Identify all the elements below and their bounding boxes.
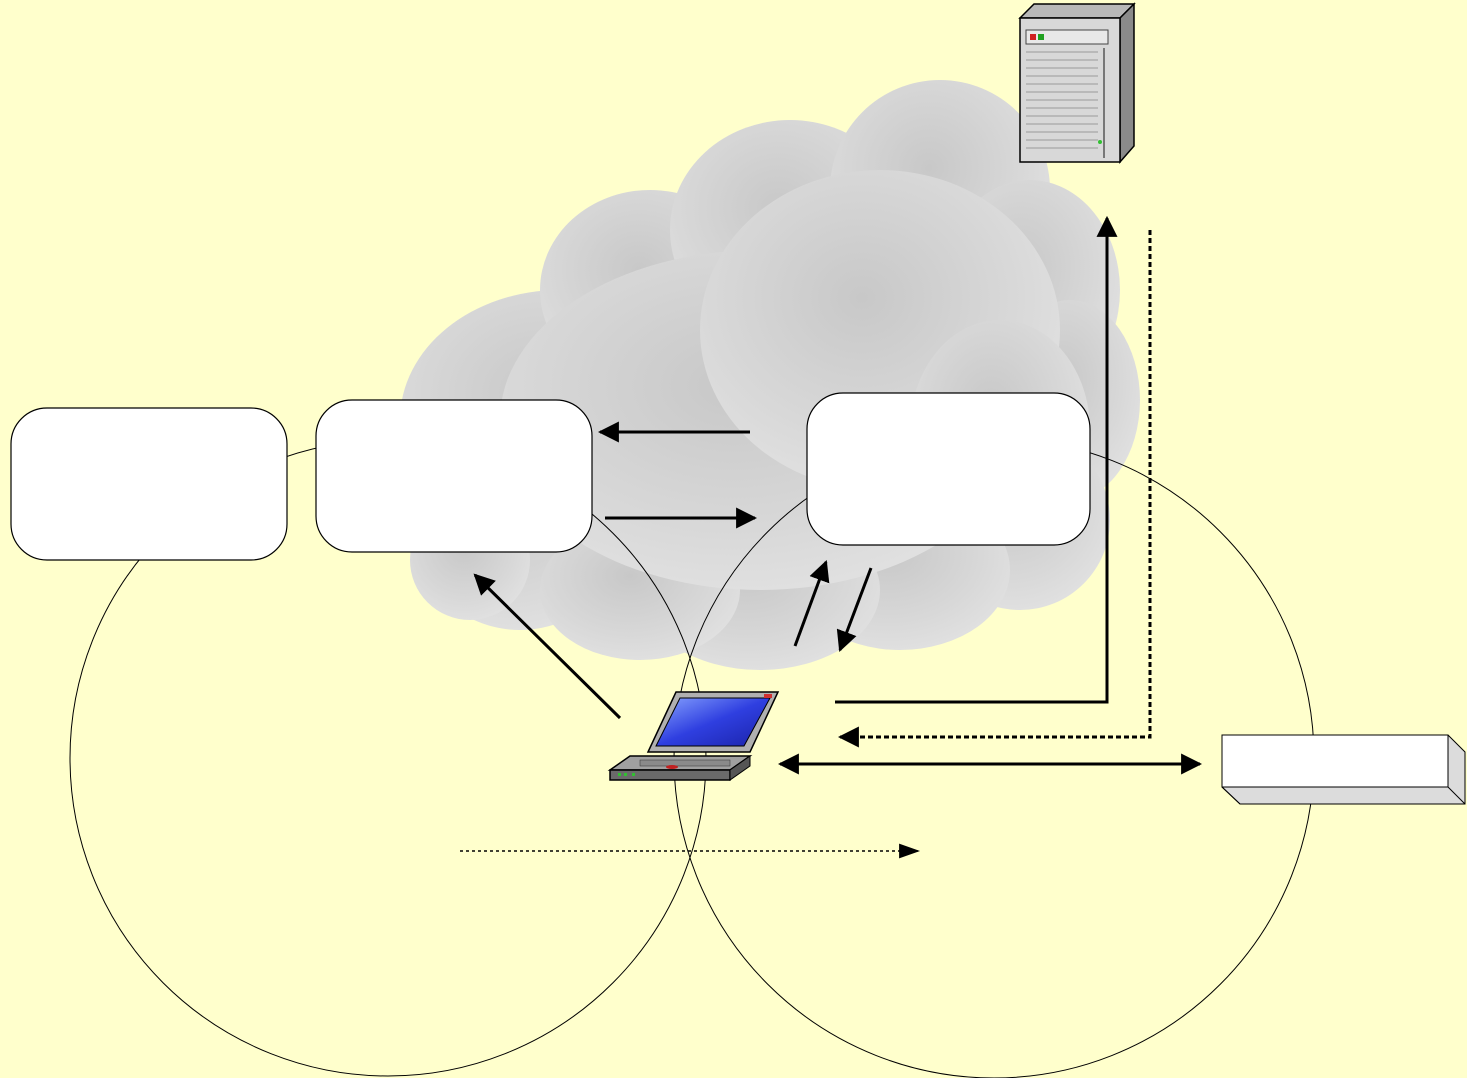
server-tower-icon bbox=[1018, 2, 1136, 164]
box-left bbox=[315, 399, 593, 553]
arrow-box-right-down-to-laptop bbox=[836, 567, 873, 652]
arrow-laptop-to-box-left bbox=[473, 573, 622, 720]
box-far-left bbox=[10, 407, 288, 561]
device-box-right bbox=[1221, 734, 1466, 805]
arrow-laptop-to-server bbox=[835, 215, 1118, 704]
box-right bbox=[806, 392, 1091, 546]
laptop-icon bbox=[607, 691, 780, 781]
arrow-laptop-up-to-box-right bbox=[793, 560, 830, 647]
arrow-server-to-laptop-dashed bbox=[837, 230, 1152, 748]
